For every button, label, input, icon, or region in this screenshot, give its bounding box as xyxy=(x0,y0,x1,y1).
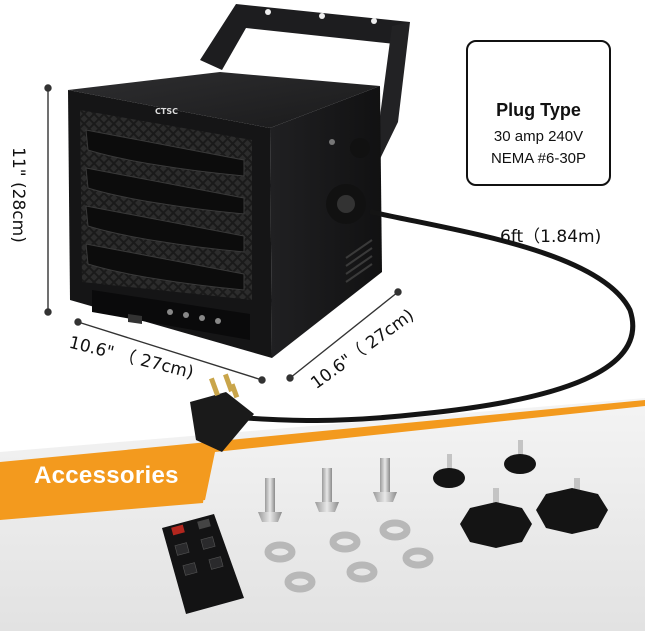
heater-unit xyxy=(68,72,382,358)
power-cord xyxy=(243,209,636,423)
plug-rating: 30 amp 240V xyxy=(493,128,584,145)
height-dimension-line xyxy=(44,84,52,316)
plug-nema-type: NEMA #6-30P xyxy=(490,150,587,167)
depth-dimension-line xyxy=(286,288,402,382)
mounting-bracket xyxy=(200,4,410,200)
height-dimension-label: 11" (28cm) xyxy=(7,147,28,243)
plug-type-card: Plug Type 30 amp 240V NEMA #6-30P xyxy=(466,40,611,186)
mounting-knobs xyxy=(433,440,608,548)
mounting-screws xyxy=(258,458,397,522)
width-dimension-line-left xyxy=(74,318,266,384)
brand-logo: CTSC xyxy=(155,107,178,116)
power-plug xyxy=(190,373,254,452)
accessories-label: Accessories xyxy=(34,462,179,489)
cable-length-label: 6ft（1.84m) xyxy=(500,227,602,247)
remote-control xyxy=(162,514,244,614)
plug-type-title: Plug Type xyxy=(496,100,581,120)
washers xyxy=(264,519,434,593)
